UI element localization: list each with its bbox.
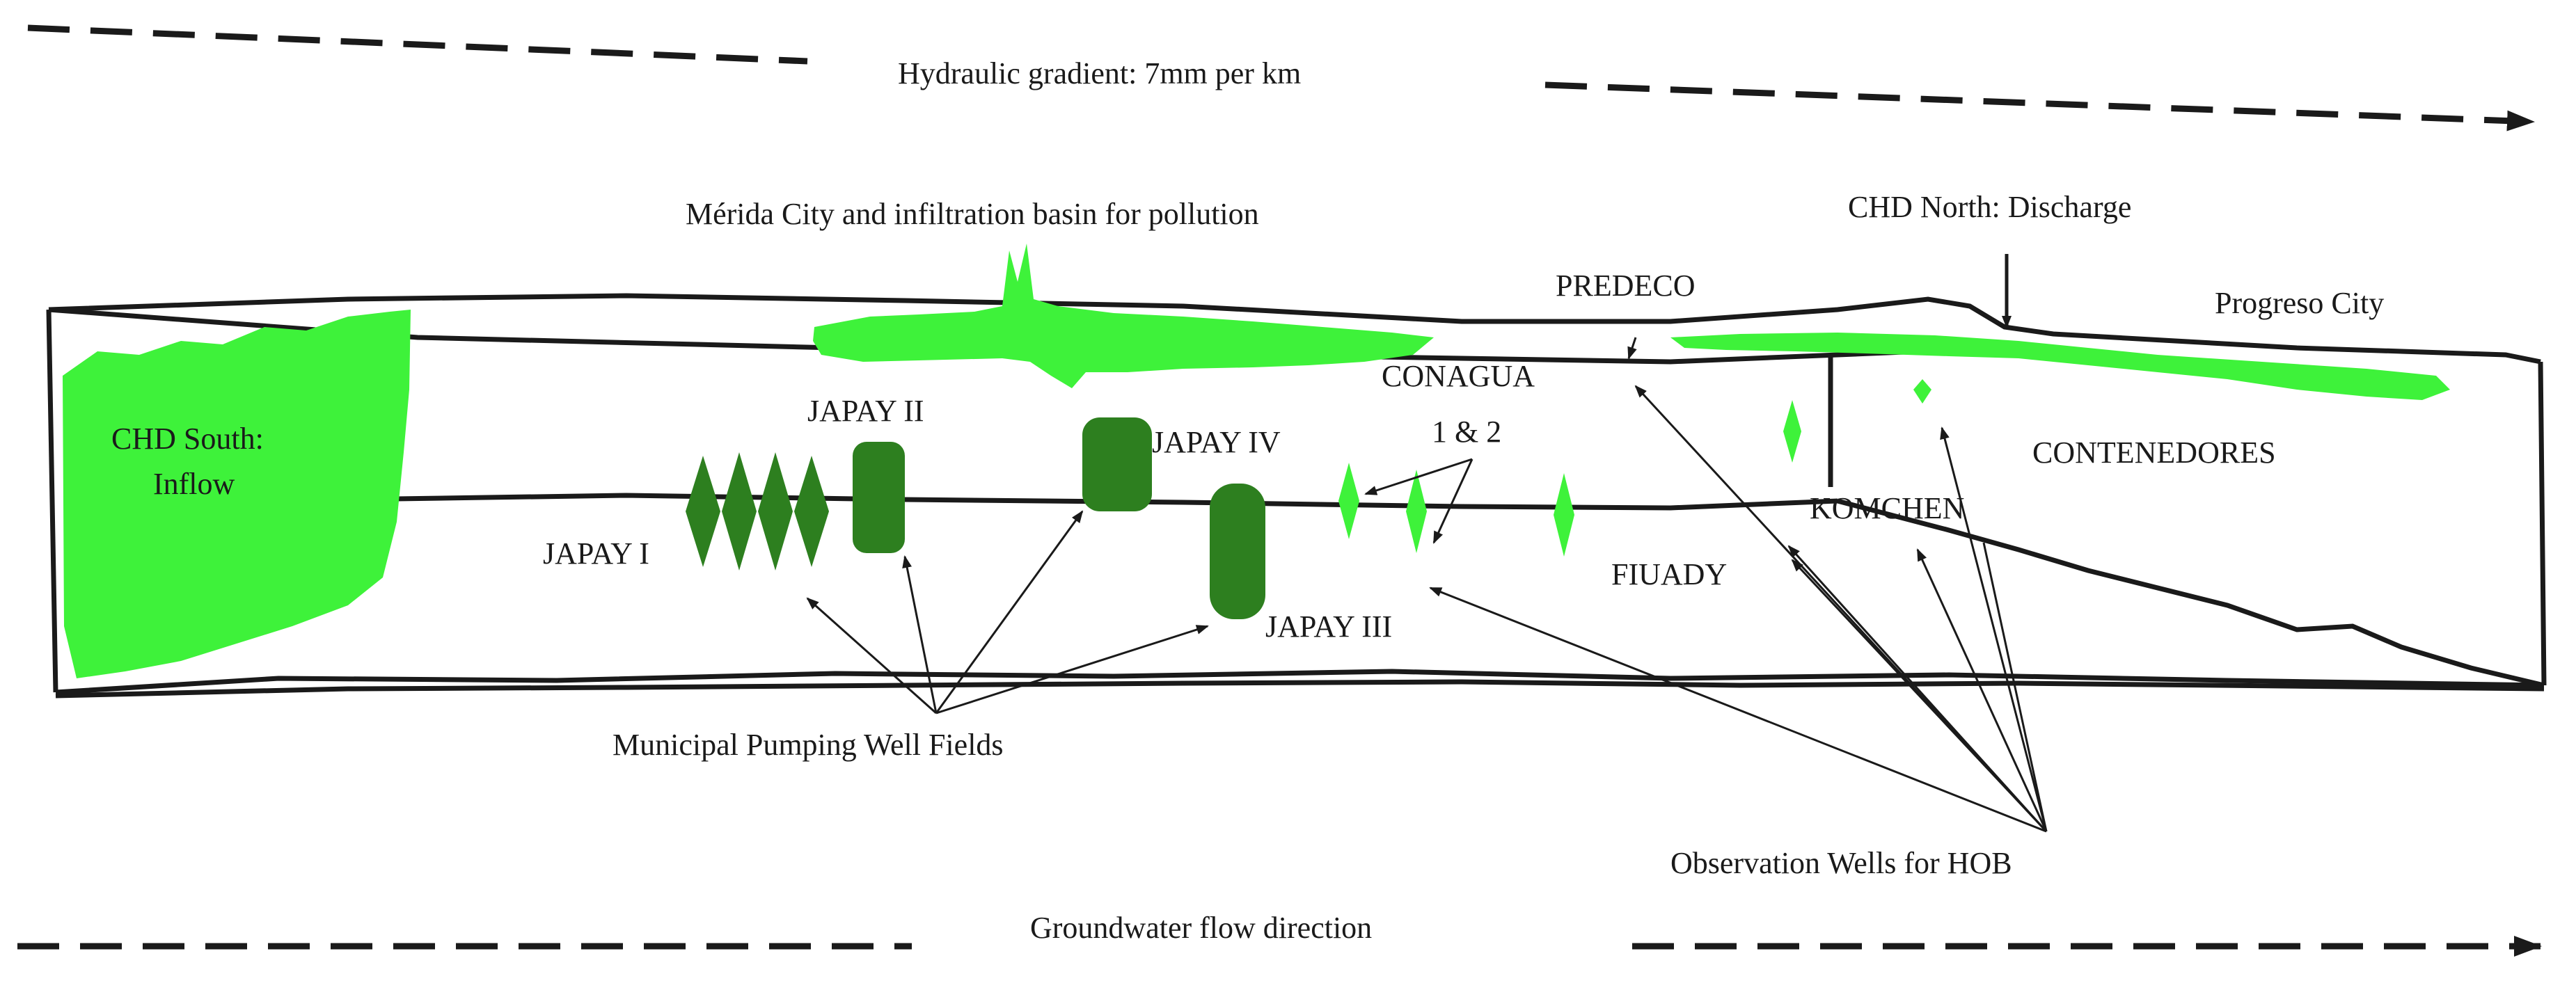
chd-south-zone [63,310,411,678]
fiuady-label: FIUADY [1611,557,1727,591]
japay-iv-label: JAPAY IV [1152,425,1281,459]
merida-infiltration-zone [813,244,1434,388]
japay-iii-label: JAPAY III [1265,609,1392,644]
merida-city-label: Mérida City and infiltration basin for p… [686,197,1259,231]
groundwater-flow-label: Groundwater flow direction [1030,911,1372,945]
japay-iii-wells [1210,484,1265,619]
top-gradient-label: Hydraulic gradient: 7mm per km [898,56,1301,90]
progreso-city-label: Progreso City [2215,286,2384,320]
contenedores-label: CONTENEDORES [2032,436,2276,470]
chd-north-label: CHD North: Discharge [1848,190,2131,224]
japay-i-wells [686,452,829,571]
pointer-arrows [806,254,2048,833]
top-gradient-arrow [27,24,2535,131]
progreso-discharge-zone [1670,333,2450,400]
japay-ii-label: JAPAY II [807,394,924,428]
komchen-label: KOMCHEN [1810,491,1964,525]
japay-ii-wells [853,442,905,553]
japay-iv-wells [1082,417,1152,511]
observation-wells-label: Observation Wells for HOB [1670,846,2012,880]
municipal-wells-label: Municipal Pumping Well Fields [613,728,1004,762]
chd-south-label-line1: CHD South: [111,422,264,456]
observation-well-markers [1338,379,1931,557]
predeco-label: PREDECO [1556,269,1695,303]
chd-south-label-line2: Inflow [153,467,235,501]
conagua-number-label: 1 & 2 [1432,415,1501,449]
conagua-label: CONAGUA [1382,359,1535,393]
japay-i-label: JAPAY I [543,536,649,571]
